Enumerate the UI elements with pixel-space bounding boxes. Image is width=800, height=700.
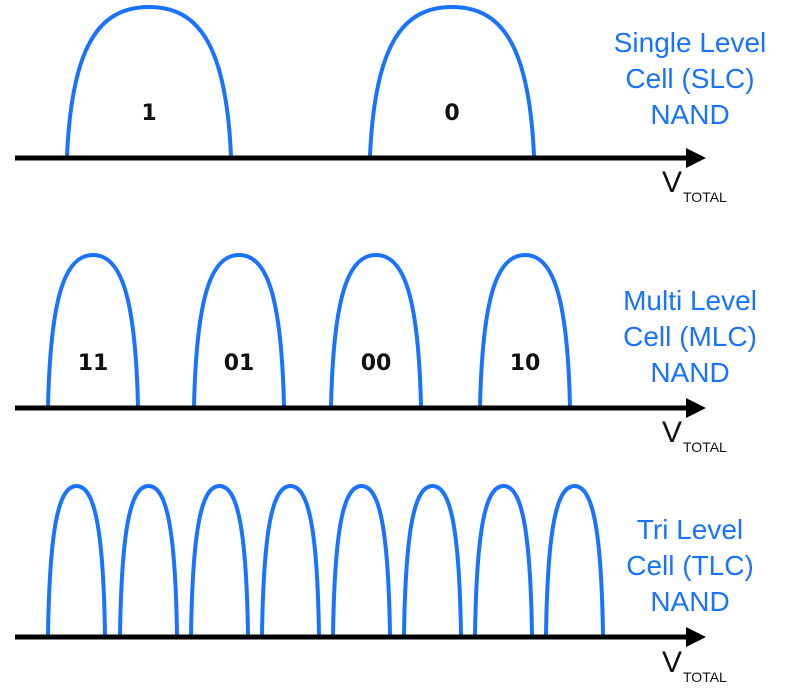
voltage-distribution-curve [260, 483, 321, 636]
voltage-distribution-curve [118, 483, 179, 636]
cell-type-title: Single Level [614, 27, 767, 58]
voltage-distribution-curve [331, 483, 392, 636]
state-label: 11 [78, 351, 109, 376]
cell-type-title: Cell (MLC) [623, 321, 757, 352]
cell-type-title: Cell (SLC) [625, 63, 754, 94]
axis-arrow-icon [686, 398, 706, 418]
voltage-distribution-curve [544, 483, 605, 636]
cell-type-title: NAND [650, 99, 729, 130]
voltage-distribution-curve [46, 252, 140, 407]
cell-type-title: NAND [650, 357, 729, 388]
voltage-distribution-curve [329, 252, 423, 407]
state-label: 01 [224, 351, 255, 376]
axis-label: V [662, 166, 682, 199]
state-label: 1 [141, 101, 156, 126]
state-label: 0 [444, 101, 459, 126]
axis-label: V [662, 416, 682, 449]
voltage-distribution-curve [189, 483, 250, 636]
voltage-distribution-curve [368, 4, 536, 157]
state-label: 00 [361, 351, 392, 376]
axis-label-subscript: TOTAL [683, 439, 727, 455]
state-label: 10 [510, 351, 541, 376]
axis-label: V [662, 646, 682, 679]
voltage-distribution-curve [478, 252, 572, 407]
cell-type-title: Tri Level [637, 514, 743, 545]
voltage-distribution-curve [192, 252, 286, 407]
cell-type-title: Multi Level [623, 285, 757, 316]
axis-arrow-icon [686, 627, 706, 647]
axis-arrow-icon [686, 148, 706, 168]
voltage-distribution-curve [473, 483, 534, 636]
voltage-distribution-curve [46, 483, 107, 636]
axis-label-subscript: TOTAL [683, 189, 727, 205]
axis-label-subscript: TOTAL [683, 669, 727, 685]
voltage-distribution-curve [402, 483, 463, 636]
cell-type-title: Cell (TLC) [626, 550, 754, 581]
cell-type-title: NAND [650, 586, 729, 617]
voltage-distribution-curve [65, 4, 233, 157]
